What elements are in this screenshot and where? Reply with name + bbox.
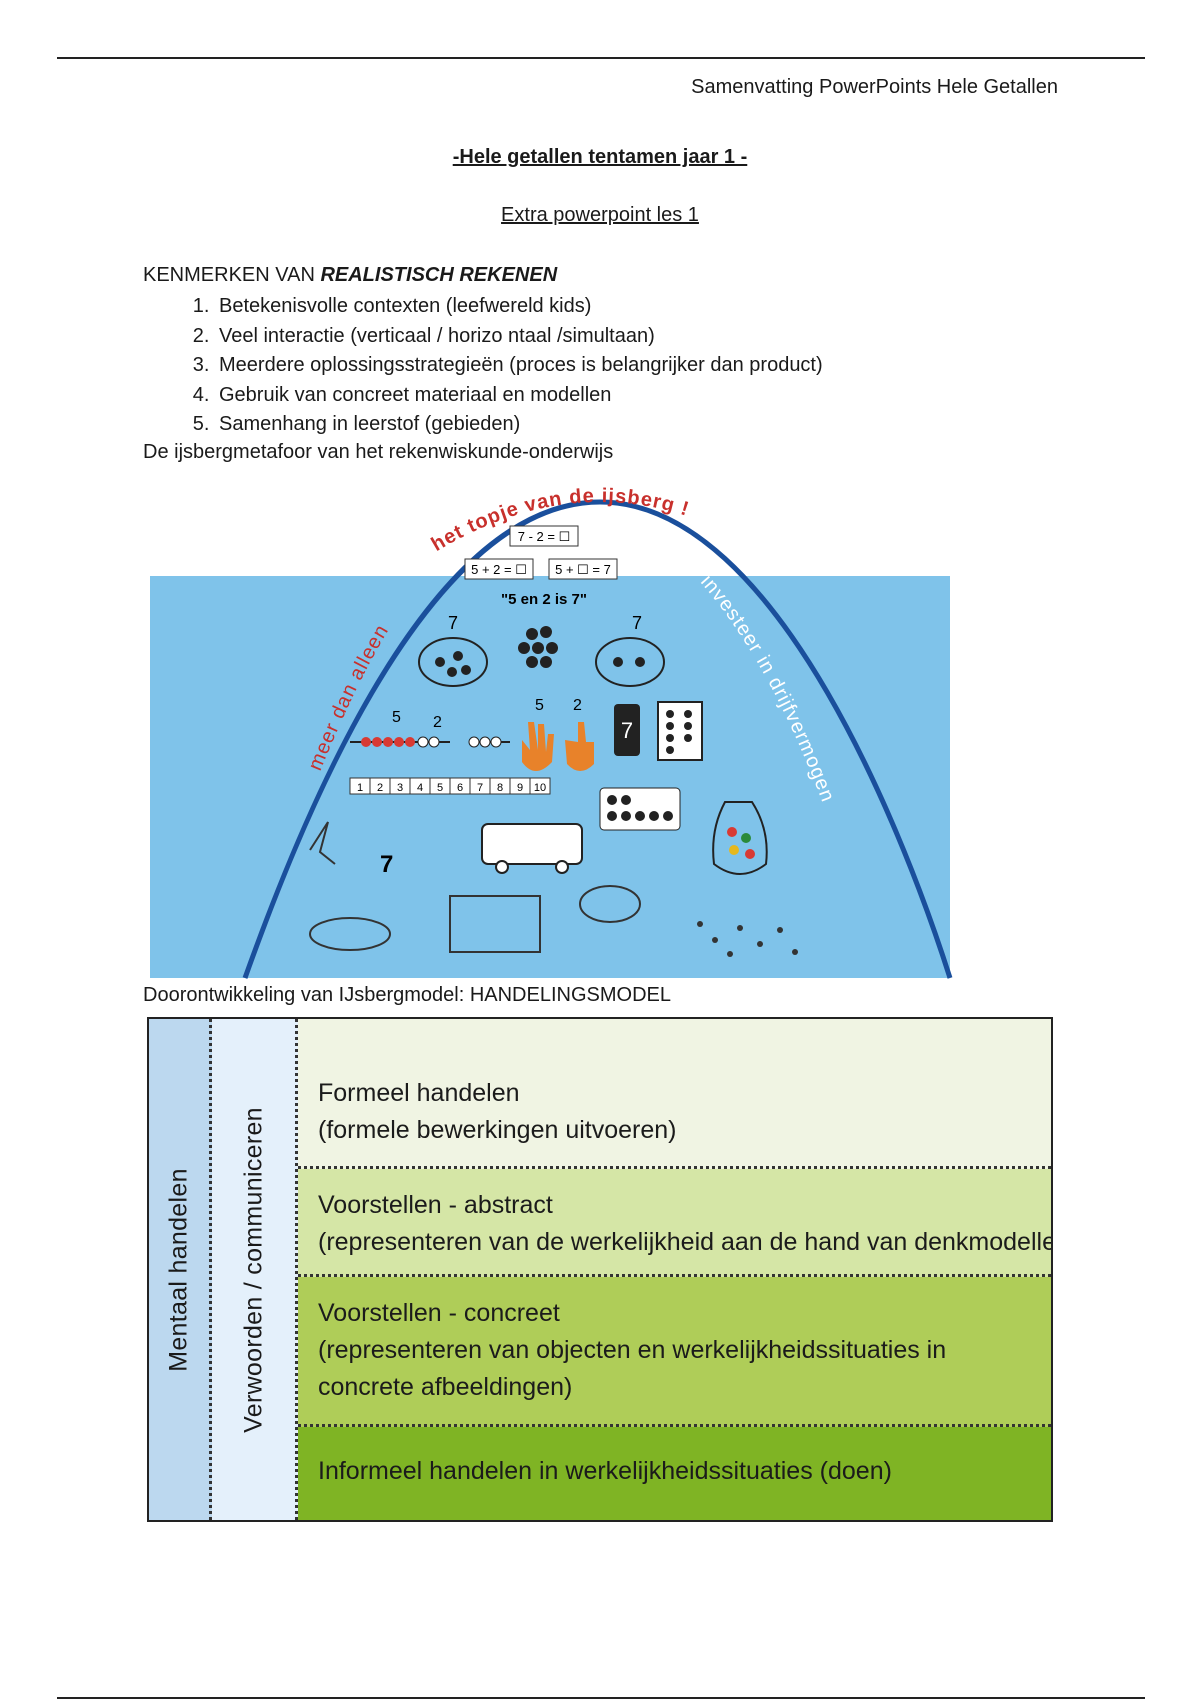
- number-label: 2: [433, 714, 442, 731]
- dots-cloud: [418, 637, 488, 687]
- row-title: Informeel handelen in werkelijkheidssitu…: [318, 1457, 892, 1485]
- svg-text:9: 9: [517, 782, 523, 794]
- number-label: 7: [621, 718, 633, 743]
- row-title: Voorstellen - abstract: [318, 1191, 553, 1219]
- sketch-figure: [579, 885, 641, 923]
- iceberg-outline: [242, 499, 953, 979]
- list-item: Samenhang in leerstof (gebieden): [215, 410, 823, 440]
- list-item: Gebruik van concreet materiaal en modell…: [215, 381, 823, 411]
- equation-box: [548, 558, 618, 580]
- row-description: (representeren van de werkelijkheid aan …: [318, 1228, 1053, 1256]
- svg-text:6: 6: [457, 782, 463, 794]
- kenmerken-prefix: KENMERKEN VAN: [143, 264, 321, 286]
- hand-icon: [522, 722, 554, 771]
- row-title: Voorstellen - concreet: [318, 1299, 560, 1327]
- verwoorden-column: Verwoorden / communiceren: [212, 1019, 298, 1520]
- top-rule: [57, 57, 1145, 59]
- sketch-figure: [309, 917, 391, 951]
- column-label: Mentaal handelen: [164, 1167, 193, 1372]
- row-description: (formele bewerkingen uitvoeren): [318, 1116, 677, 1144]
- ten-frame: [657, 701, 703, 761]
- equation-text: 5 + ☐ = 7: [555, 562, 611, 577]
- number-label: 7: [448, 613, 458, 633]
- number-label: 7: [632, 613, 642, 633]
- sketch-figure: [449, 895, 541, 953]
- equation-text: 5 + 2 = ☐: [471, 562, 527, 577]
- features-list: Betekenisvolle contexten (leefwereld kid…: [143, 292, 823, 440]
- equation-box: [509, 525, 579, 547]
- mentaal-handelen-column: Mentaal handelen: [149, 1019, 212, 1520]
- model-row-abstract: Voorstellen - abstract (representeren va…: [298, 1169, 1051, 1277]
- svg-text:5: 5: [437, 782, 443, 794]
- svg-text:2: 2: [377, 782, 383, 794]
- equation-text: 7 - 2 = ☐: [518, 529, 570, 544]
- column-label: Verwoorden / communiceren: [239, 1106, 267, 1433]
- bus-icon: [481, 823, 583, 865]
- number-label: 5: [535, 697, 544, 714]
- svg-text:10: 10: [534, 782, 546, 794]
- svg-text:7: 7: [477, 782, 483, 794]
- phrase-text: "5 en 2 is 7": [501, 591, 587, 608]
- kenmerken-heading: KENMERKEN VAN REALISTISCH REKENEN: [143, 264, 557, 287]
- scattered-dots: [697, 921, 798, 957]
- svg-text:4: 4: [417, 782, 423, 794]
- sketch-figure: [309, 821, 336, 865]
- svg-text:8: 8: [497, 782, 503, 794]
- model-rows: Formeel handelen (formele bewerkingen ui…: [298, 1019, 1051, 1520]
- model-row-concreet: Voorstellen - concreet (representeren va…: [298, 1277, 1051, 1427]
- number-label: 2: [573, 697, 582, 714]
- marble-bag-icon: [712, 801, 768, 875]
- number-label: 5: [392, 709, 401, 726]
- row-description: (representeren van objecten en werkelijk…: [318, 1336, 947, 1364]
- number-label: 7: [380, 851, 393, 878]
- list-item: Meerdere oplossingsstrategieën (proces i…: [215, 351, 823, 381]
- page-header-title: Samenvatting PowerPoints Hele Getallen: [691, 76, 1058, 98]
- dots-cloud: [595, 637, 665, 687]
- dot-card: [599, 787, 681, 831]
- number-card: [614, 704, 640, 756]
- equation-box: [464, 558, 534, 580]
- svg-text:3: 3: [397, 782, 403, 794]
- list-item: Veel interactie (verticaal / horizo ntaa…: [215, 322, 823, 352]
- document-subtitle: Extra powerpoint les 1: [501, 204, 699, 226]
- row-title: Formeel handelen: [318, 1079, 520, 1107]
- iceberg-illustration: het topje van de ijsberg ! meer dan alle…: [150, 485, 953, 979]
- model-row-informeel: Informeel handelen in werkelijkheidssitu…: [298, 1427, 1051, 1520]
- ijsberg-caption: De ijsbergmetafoor van het rekenwiskunde…: [143, 441, 614, 463]
- hand-icon: [565, 722, 594, 771]
- number-strip: 1 2 3 4 5 6 7 8 9 10: [349, 777, 551, 795]
- handelingsmodel-diagram: Mentaal handelen Verwoorden / communicer…: [147, 1017, 1053, 1522]
- row-description: concrete afbeeldingen): [318, 1373, 573, 1401]
- document-title: -Hele getallen tentamen jaar 1 -: [452, 146, 748, 168]
- model-row-formeel: Formeel handelen (formele bewerkingen ui…: [298, 1019, 1051, 1169]
- svg-text:1: 1: [357, 782, 363, 794]
- bottom-rule: [57, 1697, 1145, 1699]
- kenmerken-emphasis: REALISTISCH REKENEN: [320, 264, 558, 286]
- list-item: Betekenisvolle contexten (leefwereld kid…: [215, 292, 823, 322]
- model-caption: Doorontwikkeling van IJsbergmodel: HANDE…: [143, 984, 671, 1006]
